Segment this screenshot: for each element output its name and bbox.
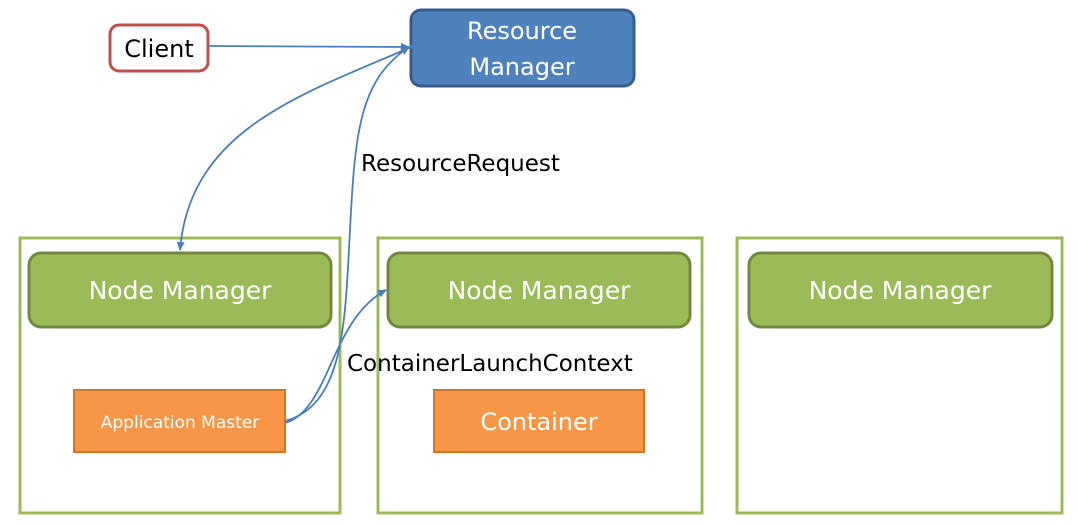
arrow-am-to-nm2-container-launch-context bbox=[284, 289, 387, 424]
node-manager-3-label: Node Manager bbox=[809, 276, 992, 305]
node-manager-1-label: Node Manager bbox=[89, 276, 272, 305]
arrow-client-to-rm bbox=[207, 42, 410, 51]
container-node[interactable]: Container bbox=[433, 389, 645, 453]
node-manager-3[interactable]: Node Manager bbox=[747, 251, 1054, 329]
client-label: Client bbox=[124, 35, 193, 63]
application-master-node[interactable]: Application Master bbox=[73, 389, 286, 453]
node-manager-2[interactable]: Node Manager bbox=[386, 251, 692, 329]
resource-manager-label-line2: Manager bbox=[469, 53, 574, 81]
node-manager-1[interactable]: Node Manager bbox=[27, 251, 333, 329]
node-manager-2-label: Node Manager bbox=[448, 276, 631, 305]
node-panel-3 bbox=[735, 236, 1064, 515]
resource-manager-node[interactable]: Resource Manager bbox=[409, 8, 636, 88]
resource-request-label: ResourceRequest bbox=[361, 151, 560, 177]
container-launch-context-label: ContainerLaunchContext bbox=[347, 351, 633, 377]
container-label: Container bbox=[480, 408, 597, 436]
node-panel-2 bbox=[376, 236, 704, 515]
client-node[interactable]: Client bbox=[108, 23, 210, 73]
arrow-am-to-rm-resource-request bbox=[284, 46, 410, 422]
arrow-rm-to-node-manager-1 bbox=[176, 41, 418, 251]
resource-manager-label-line1: Resource bbox=[467, 17, 577, 45]
application-master-label: Application Master bbox=[101, 413, 259, 433]
